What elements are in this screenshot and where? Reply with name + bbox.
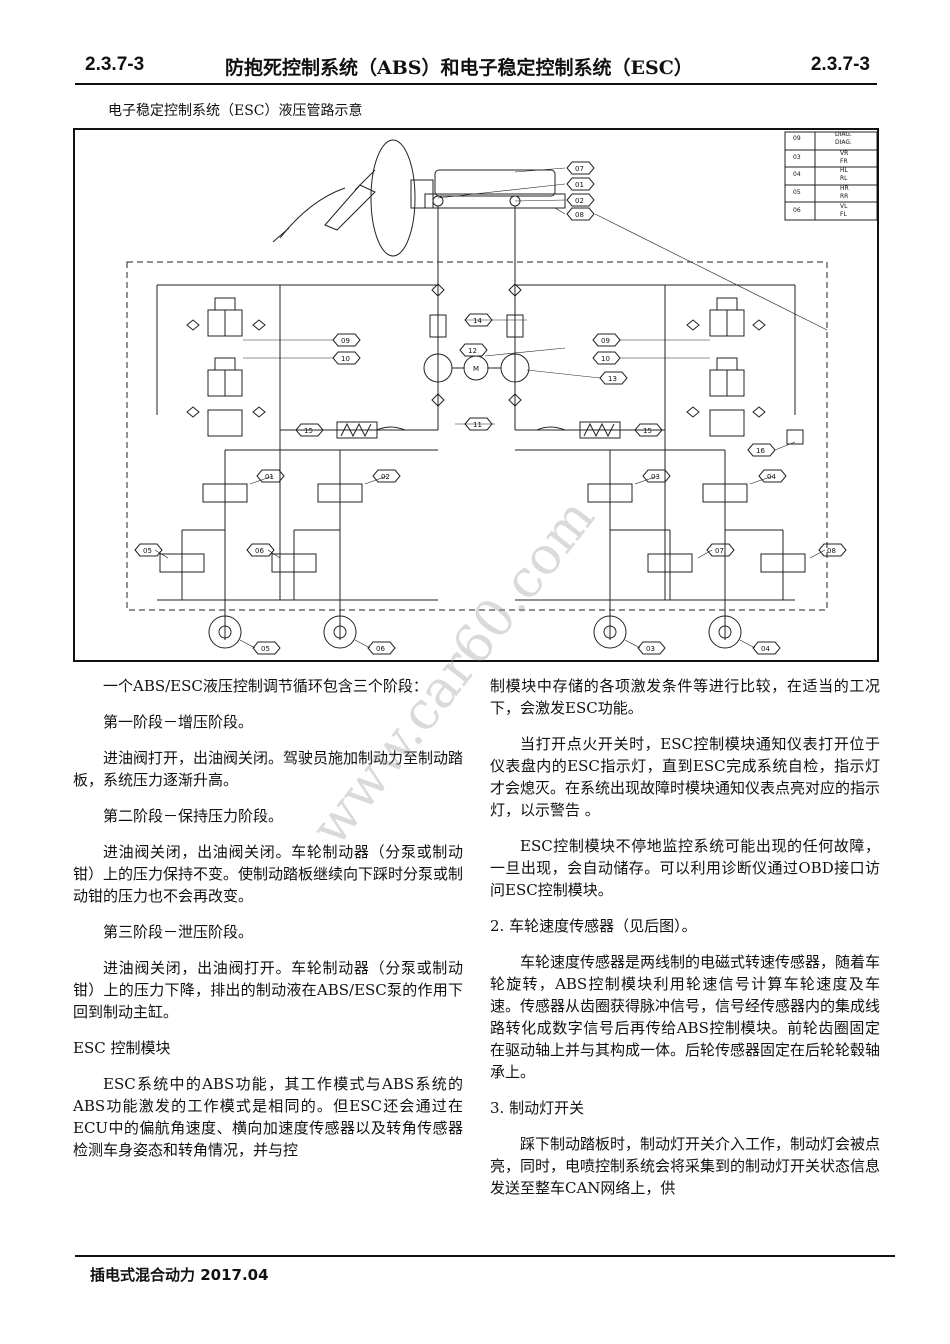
callout-01: 01 xyxy=(575,181,584,189)
right-switch-valves xyxy=(686,297,766,437)
valve-callout-02: 02 xyxy=(381,473,390,481)
page-number-left: 2.3.7-3 xyxy=(85,54,145,75)
callout-10-left: 10 xyxy=(341,355,350,363)
callout-15-left: 15 xyxy=(304,427,313,435)
legend-text1-1: DIAG. xyxy=(835,131,852,138)
callout-leaders xyxy=(154,167,828,649)
hydraulic-diagram-svg: 09 DIAG. DIAG. 03 VR FR 04 HL RL 05 HR R… xyxy=(126,131,877,655)
right-para-5: 车轮速度传感器是两线制的电磁式转速传感器，随着车轮旋转，ABS控制模块利用轮速信… xyxy=(490,953,881,1081)
wheel-callout-05: 05 xyxy=(261,645,270,653)
left-column: 一个ABS/ESC液压控制调节循环包含三个阶段： 第一阶段－增压阶段。 进油阀打… xyxy=(73,675,463,1175)
left-para-2: 第一阶段－增压阶段。 xyxy=(103,713,254,731)
callout-09-left: 09 xyxy=(341,337,350,345)
callout-13: 13 xyxy=(608,375,617,383)
left-switch-valves xyxy=(186,297,266,437)
wheel-valves xyxy=(159,483,806,600)
pump-motor xyxy=(423,283,530,407)
footer-text: 插电式混合动力 2017.04 xyxy=(90,1266,269,1284)
legend-text2-1: DIAG. xyxy=(835,139,852,146)
callout-08: 08 xyxy=(575,211,584,219)
footer-rule xyxy=(75,1255,895,1257)
valve-callout-06: 06 xyxy=(255,547,264,555)
legend-table xyxy=(784,131,877,221)
right-para-2: 当打开点火开关时，ESC控制模块通知仪表打开位于仪表盘内的ESC指示灯，直到ES… xyxy=(490,735,881,819)
callout-14: 14 xyxy=(473,317,482,325)
pressure-sensor xyxy=(786,429,804,445)
wheel-callout-04: 04 xyxy=(761,645,770,653)
legend-text1-4: HR xyxy=(840,185,849,192)
callout-09-right: 09 xyxy=(601,337,610,345)
header-rule xyxy=(75,83,877,85)
motor-label: M xyxy=(473,365,479,373)
legend-code-2: 03 xyxy=(793,154,801,161)
page-header: 2.3.7-3 防抱死控制系统（ABS）和电子稳定控制系统（ESC） 2.3.7… xyxy=(75,52,875,82)
right-section-2: 2. 车轮速度传感器（见后图）。 xyxy=(490,917,697,935)
wheel-callout-03: 03 xyxy=(646,645,655,653)
callout-11: 11 xyxy=(473,421,482,429)
brake-booster xyxy=(272,139,434,257)
legend-text2-2: FR xyxy=(840,158,848,165)
legend-code-3: 04 xyxy=(793,171,801,178)
left-para-3: 进油阀打开，出油阀关闭。驾驶员施加制动力至制动踏板，系统压力逐渐升高。 xyxy=(73,749,464,789)
callout-02: 02 xyxy=(575,197,584,205)
callout-16: 16 xyxy=(756,447,765,455)
hydraulic-diagram: 09 DIAG. DIAG. 03 VR FR 04 HL RL 05 HR R… xyxy=(73,128,879,662)
page-number-right: 2.3.7-3 xyxy=(810,54,870,75)
valve-callout-07: 07 xyxy=(715,547,724,555)
legend-text2-4: RR xyxy=(840,193,848,200)
valve-callout-08: 08 xyxy=(827,547,836,555)
left-para-6: 第三阶段－泄压阶段。 xyxy=(103,923,254,941)
left-section-heading: ESC 控制模块 xyxy=(73,1039,171,1057)
right-para-7: 踩下制动踏板时，制动灯开关介入工作，制动灯会被点亮，同时，电喷控制系统会将采集到… xyxy=(490,1135,881,1197)
callout-tags xyxy=(134,161,847,655)
callout-15-right: 15 xyxy=(643,427,652,435)
valve-callout-01: 01 xyxy=(265,473,274,481)
legend-text1-3: HL xyxy=(840,167,849,174)
callout-10-right: 10 xyxy=(601,355,610,363)
left-para-7: 进油阀关闭，出油阀打开。车轮制动器（分泵或制动钳）上的压力下降，排出的制动液在A… xyxy=(73,959,463,1021)
right-para-1: 制模块中存储的各项激发条件等进行比较，在适当的工况下，会激发ESC功能。 xyxy=(490,677,880,717)
left-para-9: ESC系统中的ABS功能，其工作模式与ABS系统的ABS功能激发的工作模式是相同… xyxy=(73,1075,463,1159)
page-title: 防抱死控制系统（ABS）和电子稳定控制系统（ESC） xyxy=(225,57,693,79)
right-column: 制模块中存储的各项激发条件等进行比较，在适当的工况下，会激发ESC功能。 当打开… xyxy=(490,675,880,1213)
legend-text1-5: VL xyxy=(840,203,848,210)
right-para-3: ESC控制模块不停地监控系统可能出现的任何故障，一旦出现，会自动储存。可以利用诊… xyxy=(490,837,880,899)
pipework xyxy=(156,206,796,640)
legend-code-4: 05 xyxy=(793,189,801,196)
legend-text1-2: VR xyxy=(840,150,848,157)
valve-callout-04: 04 xyxy=(767,473,776,481)
wheel-brakes xyxy=(208,615,742,649)
hcu-housing xyxy=(126,261,828,611)
figure-caption: 电子稳定控制系统（ESC）液压管路示意 xyxy=(108,103,363,119)
master-cylinder xyxy=(424,169,566,209)
callout-12: 12 xyxy=(468,347,477,355)
legend-code-5: 06 xyxy=(793,207,801,214)
callout-07: 07 xyxy=(575,165,584,173)
left-para-1: 一个ABS/ESC液压控制调节循环包含三个阶段： xyxy=(103,677,428,695)
valve-callout-05: 05 xyxy=(143,547,152,555)
left-para-5: 进油阀关闭，出油阀关闭。车轮制动器（分泵或制动钳）上的压力保持不变。使制动踏板继… xyxy=(73,843,464,905)
valve-callout-03: 03 xyxy=(651,473,660,481)
left-para-4: 第二阶段－保持压力阶段。 xyxy=(103,807,284,825)
legend-text2-3: RL xyxy=(840,175,848,182)
legend-text2-5: FL xyxy=(840,211,847,218)
legend-code-1: 09 xyxy=(793,135,801,142)
wheel-callout-06: 06 xyxy=(376,645,385,653)
right-section-3: 3. 制动灯开关 xyxy=(490,1099,585,1117)
